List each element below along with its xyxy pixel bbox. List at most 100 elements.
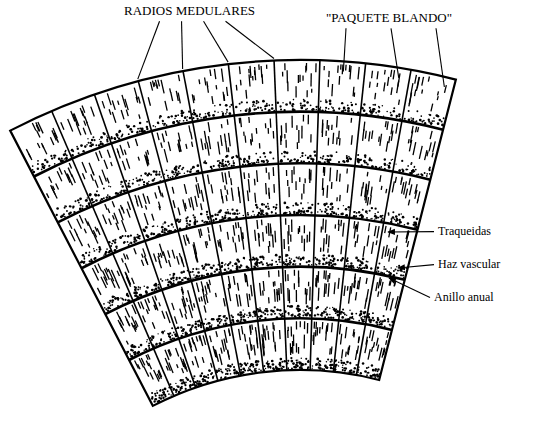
tracheid-stroke xyxy=(256,170,258,182)
tracheid-stroke xyxy=(274,289,276,302)
tracheid-stroke xyxy=(304,225,305,233)
stipple-dot xyxy=(361,261,363,263)
tracheid-stroke xyxy=(363,129,364,141)
stipple-dot xyxy=(282,315,284,317)
tracheid-stroke xyxy=(109,219,112,225)
tracheid-stroke xyxy=(328,283,330,297)
tracheid-stroke xyxy=(331,347,333,355)
stipple-dot xyxy=(218,315,220,317)
stipple-dot xyxy=(338,361,340,363)
tracheid-stroke xyxy=(368,223,369,231)
tracheid-stroke xyxy=(237,222,239,228)
tracheid-stroke xyxy=(294,283,295,289)
tracheid-stroke xyxy=(172,187,174,194)
stipple-dot xyxy=(367,261,369,263)
tracheid-stroke xyxy=(178,75,179,81)
stipple-dot xyxy=(368,319,371,322)
stipple-dot xyxy=(372,374,375,377)
tracheid-stroke xyxy=(262,334,263,344)
stipple-dot xyxy=(208,264,210,266)
stipple-dot xyxy=(291,314,294,317)
stipple-dot xyxy=(219,322,221,324)
stipple-dot xyxy=(291,258,293,260)
tracheid-stroke xyxy=(209,234,210,241)
stipple-dot xyxy=(378,263,380,265)
stipple-dot xyxy=(337,259,339,261)
tracheid-stroke xyxy=(331,125,333,130)
stipple-dot xyxy=(111,299,114,302)
tracheid-stroke xyxy=(407,241,408,247)
stipple-dot xyxy=(146,341,147,342)
tracheid-stroke xyxy=(248,173,250,178)
tracheid-stroke xyxy=(191,132,192,139)
stipple-dot xyxy=(164,388,167,391)
stipple-dot xyxy=(105,308,107,310)
tracheid-stroke xyxy=(215,293,217,297)
tracheid-stroke xyxy=(122,161,125,170)
tracheid-stroke xyxy=(205,241,206,248)
stipple-dot xyxy=(245,364,247,366)
stipple-dot xyxy=(132,350,134,352)
tracheid-stroke xyxy=(158,186,160,193)
stipple-dot xyxy=(379,373,381,375)
tracheid-stroke xyxy=(153,82,155,86)
stipple-dot xyxy=(336,310,339,313)
stipple-dot xyxy=(316,264,318,266)
stipple-dot xyxy=(316,307,318,309)
tracheid-stroke xyxy=(393,70,394,79)
stipple-dot xyxy=(153,289,155,291)
tracheid-stroke xyxy=(294,270,295,276)
stipple-dot xyxy=(119,236,121,238)
tracheid-stroke xyxy=(331,182,333,189)
tracheid-stroke xyxy=(327,248,329,252)
tracheid-stroke xyxy=(349,65,351,72)
stipple-dot xyxy=(233,366,235,368)
stipple-dot xyxy=(205,376,207,378)
tracheid-stroke xyxy=(149,363,152,369)
stipple-dot xyxy=(360,310,362,312)
tracheid-stroke xyxy=(358,336,359,343)
tracheid-stroke xyxy=(213,346,216,357)
stipple-dot xyxy=(181,279,184,282)
tracheid-stroke xyxy=(95,180,98,188)
stipple-dot xyxy=(357,267,359,269)
tracheid-stroke xyxy=(263,324,264,337)
stipple-dot xyxy=(110,305,112,307)
stipple-dot xyxy=(349,371,352,374)
stipple-dot xyxy=(400,274,402,276)
tracheid-stroke xyxy=(303,184,304,194)
stipple-dot xyxy=(157,226,158,227)
wedge-outline xyxy=(10,60,456,406)
stipple-dot xyxy=(170,394,172,396)
stipple-dot xyxy=(254,370,257,373)
tracheid-stroke xyxy=(352,87,354,97)
tracheid-stroke xyxy=(379,348,382,361)
tracheid-stroke xyxy=(350,118,352,123)
tracheid-stroke xyxy=(338,224,340,231)
stipple-dot xyxy=(192,271,194,273)
stipple-dot xyxy=(205,270,206,271)
stipple-dot xyxy=(143,229,145,231)
tracheid-stroke xyxy=(298,347,299,354)
tracheid-stroke xyxy=(247,344,249,355)
stipple-dot xyxy=(153,400,155,402)
tracheid-stroke xyxy=(266,65,268,69)
stipple-dot xyxy=(365,264,368,267)
stipple-dot xyxy=(272,310,275,313)
stipple-dot xyxy=(161,280,163,282)
tracheid-stroke xyxy=(340,246,342,255)
stipple-dot xyxy=(373,320,375,322)
stipple-dot xyxy=(182,333,184,335)
tracheid-stroke xyxy=(415,190,417,199)
tracheid-stroke xyxy=(200,335,203,346)
stipple-dot xyxy=(135,294,138,297)
stipple-dot xyxy=(393,270,395,272)
stipple-dot xyxy=(262,263,264,265)
tracheid-stroke xyxy=(219,242,220,248)
tracheid-stroke xyxy=(287,180,288,186)
stipple-dot xyxy=(401,268,403,270)
stipple-dot xyxy=(374,368,376,370)
tracheid-stroke xyxy=(143,193,146,203)
stipple-dot xyxy=(279,261,280,262)
tracheid-stroke xyxy=(104,269,109,280)
